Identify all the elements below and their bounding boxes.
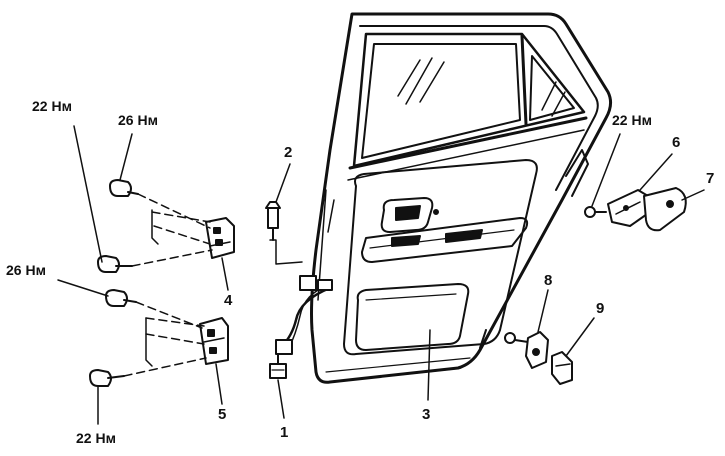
quarter-glass	[529, 55, 575, 121]
wiring-harness	[269, 275, 333, 379]
map-pocket	[355, 283, 470, 351]
upper-hinge	[97, 179, 235, 273]
callout-4: 4	[224, 292, 233, 309]
bumper-parts	[504, 331, 573, 385]
callout-3: 3	[422, 406, 431, 423]
glass-reflections	[397, 57, 566, 117]
lower-hinge	[89, 289, 229, 387]
inner-handle-bezel	[380, 197, 434, 233]
armrest	[361, 217, 529, 263]
torque-label-upper-hinge-outer: 22 Нм	[32, 98, 72, 114]
window-divider	[520, 34, 528, 126]
callout-7: 7	[706, 170, 715, 187]
belt-line	[348, 116, 588, 170]
callout-9: 9	[596, 300, 605, 317]
window-frame	[352, 32, 586, 168]
torque-label-striker: 22 Нм	[612, 112, 652, 128]
door-inner-frame	[359, 25, 599, 191]
torque-label-lower-hinge-bottom: 22 Нм	[76, 430, 116, 446]
door-check-pin	[265, 201, 303, 265]
callout-1: 1	[280, 424, 289, 441]
torque-label-lower-hinge-top: 26 Нм	[6, 262, 46, 278]
rear-door	[310, 12, 613, 384]
callout-2: 2	[284, 144, 293, 161]
callout-8: 8	[544, 272, 553, 289]
door-trim-panel	[343, 159, 538, 356]
window-glass	[361, 43, 521, 159]
striker-assembly	[584, 187, 687, 232]
torque-label-upper-hinge-top: 26 Нм	[118, 112, 158, 128]
callout-6: 6	[672, 134, 681, 151]
door-outer-frame	[310, 12, 613, 384]
leader-lines	[57, 125, 705, 425]
callout-5: 5	[218, 406, 227, 423]
